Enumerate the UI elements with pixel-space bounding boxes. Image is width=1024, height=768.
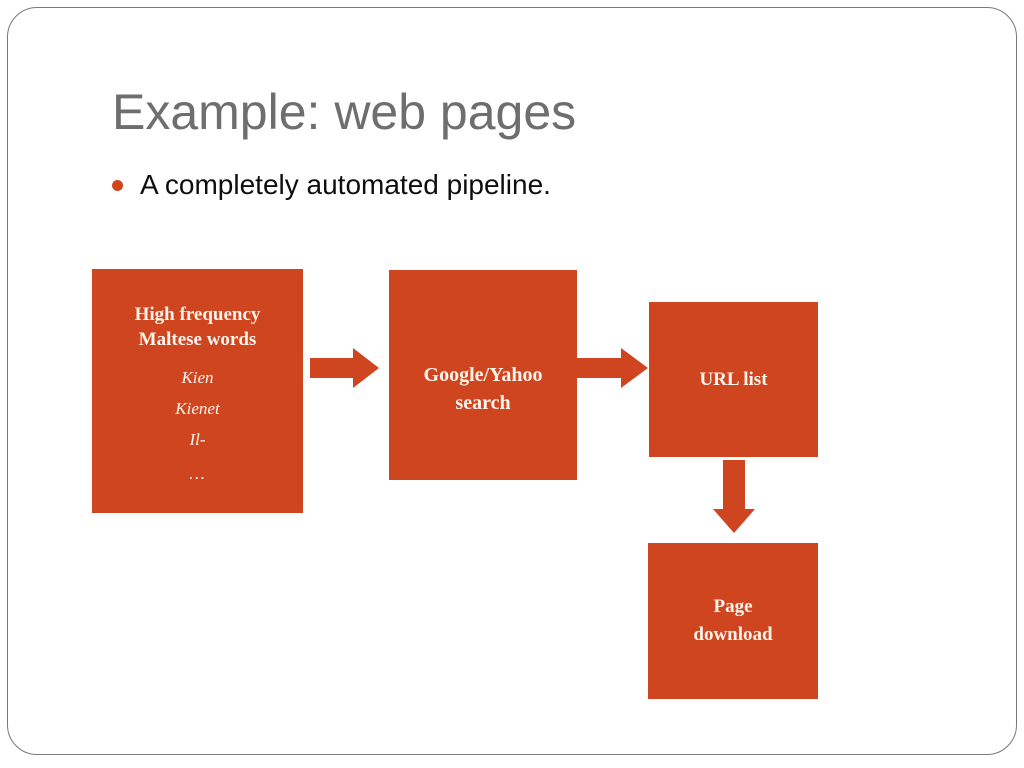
diagram-node-urllist[interactable]: URL list <box>649 302 818 457</box>
node-keywords-ellipsis: … <box>189 464 206 484</box>
bullet-item-label: A completely automated pipeline. <box>140 169 551 200</box>
node-keywords-item-1: Kien <box>181 368 214 388</box>
node-keywords-item-2: Kienet <box>175 399 220 419</box>
arrow-right-search-to-urllist <box>575 344 651 397</box>
diagram-node-search[interactable]: Google/Yahoo search <box>389 270 577 480</box>
node-urllist-label: URL list <box>699 368 768 390</box>
bullet-dot-icon <box>112 179 123 191</box>
node-download-line-2: download <box>693 624 773 645</box>
arrow-down-urllist-to-download <box>708 458 760 541</box>
node-download-line-1: Page <box>713 596 753 618</box>
diagram-node-keywords[interactable]: High frequency Maltese words Kien Kienet… <box>92 269 303 513</box>
page-title: Example: web pages <box>112 84 577 140</box>
bullet-list-item: A completely automated pipeline. <box>112 169 551 201</box>
node-search-line-2: search <box>455 392 511 414</box>
diagram-node-page-download[interactable]: Page download <box>648 543 818 699</box>
node-keywords-heading-line-1: High frequency <box>134 304 261 325</box>
arrow-right-keywords-to-search <box>308 344 382 397</box>
node-search-line-1: Google/Yahoo <box>423 363 543 386</box>
node-keywords-item-3: Il- <box>189 430 206 450</box>
node-keywords-heading-line-2: Maltese words <box>138 329 257 351</box>
